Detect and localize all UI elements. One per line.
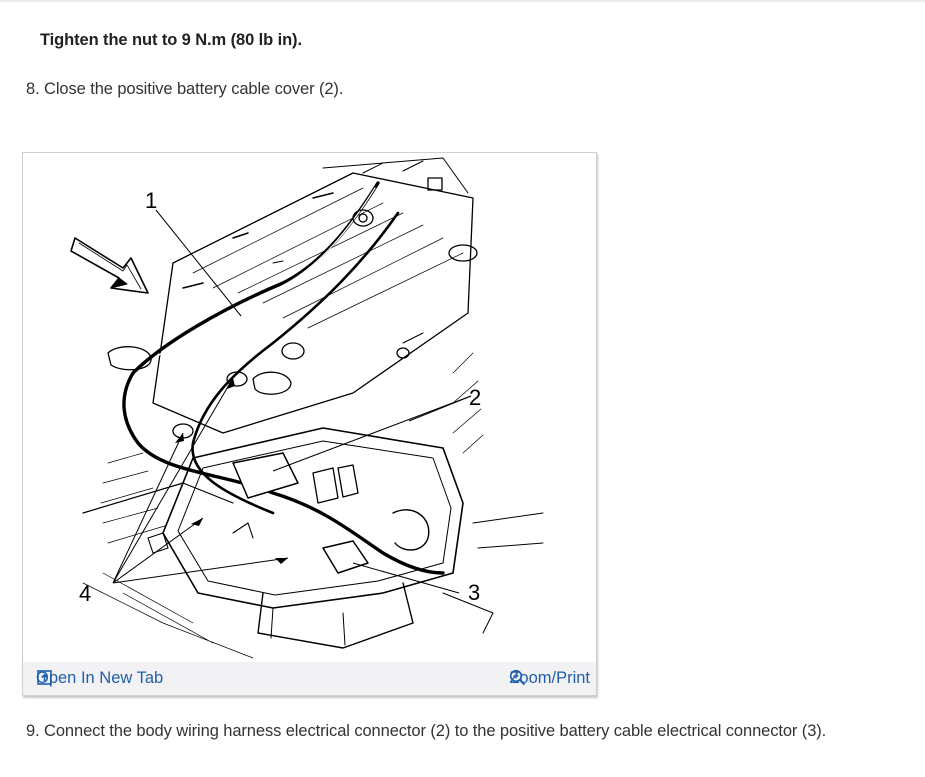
figure-toolbar: Open In New Tab Zoom/Print [23,662,596,695]
torque-note: Tighten the nut to 9 N.m (80 lb in). [40,31,302,49]
open-in-new-tab-label: Open In New Tab [36,669,164,687]
callout-3: 3 [468,580,480,605]
zoom-print-link[interactable]: Zoom/Print [509,669,590,688]
zoom-print-label: Zoom/Print [509,669,590,687]
callout-2: 2 [469,385,481,410]
illustration-figure: 1 2 3 4 Open In New Tab Zoom/Print [22,152,597,696]
step-9-text: 9. Connect the body wiring harness elect… [26,722,827,740]
callout-4: 4 [79,581,91,606]
open-in-new-tab-link[interactable]: Open In New Tab [36,669,163,688]
step-8-text: 8. Close the positive battery cable cove… [26,80,344,98]
magnifier-plus-icon [510,669,526,686]
open-in-new-tab-icon [37,670,52,685]
callout-1: 1 [145,188,157,213]
top-divider [0,0,925,3]
battery-cable-illustration: 1 2 3 4 [70,157,544,659]
